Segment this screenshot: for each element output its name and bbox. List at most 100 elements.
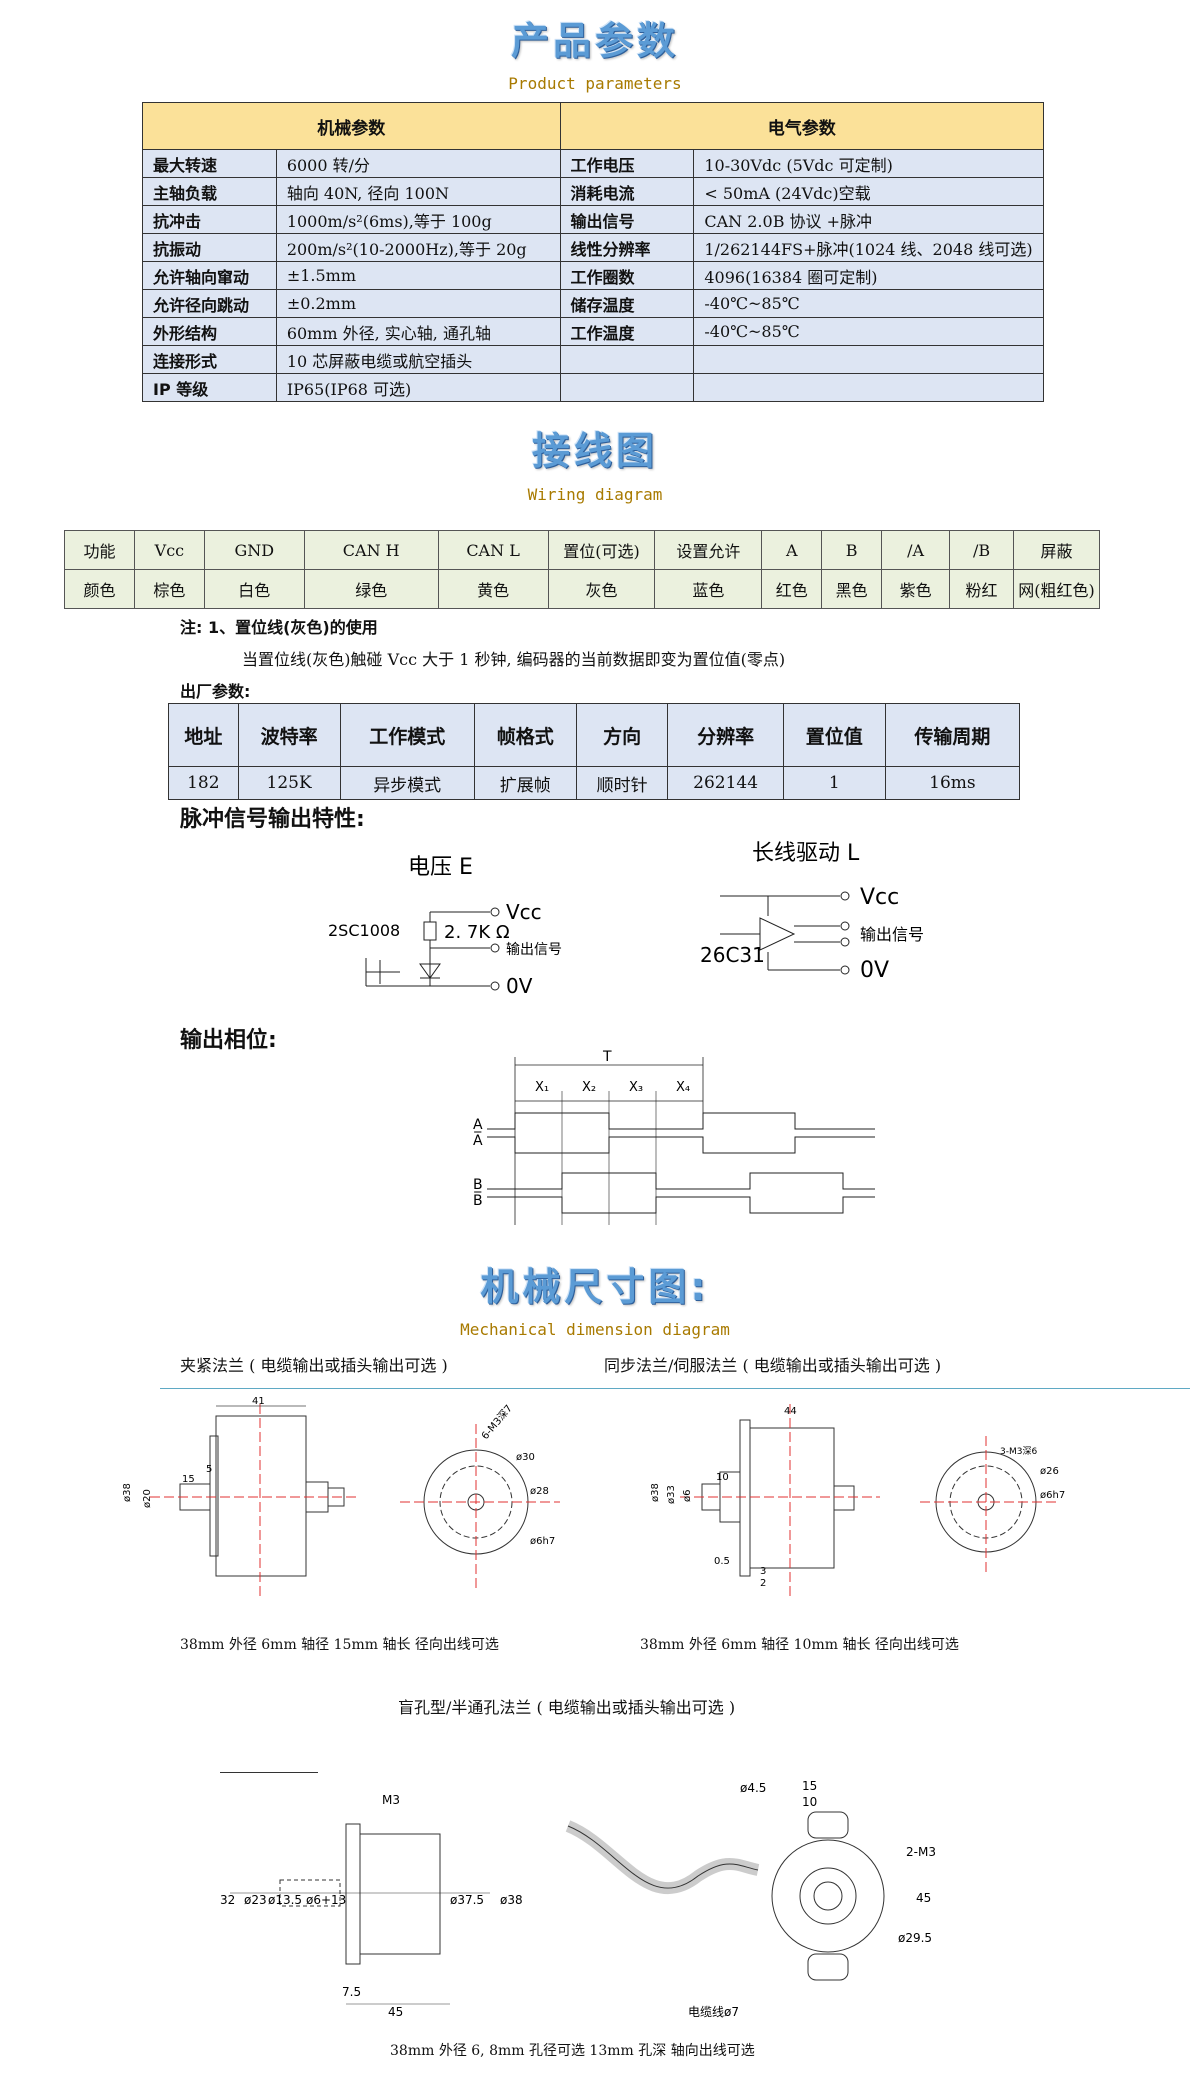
phase-sig-abar: A̅ [473,1131,483,1149]
note-body: 当置位线(灰色)触碰 Vcc 大于 1 秒钟, 编码器的当前数据即变为置位值(零… [242,650,786,669]
blind-dim-375: ø37.5 [450,1893,484,1907]
spec-value: 1/262144FS+脉冲(1024 线、2048 线可选) [693,233,1044,262]
spec-key: 消耗电流 [559,177,695,206]
wiring-color-cell: 绿色 [303,569,439,609]
sync-dim-6: ø6 [682,1490,693,1502]
factory-header-cell: 地址 [168,703,239,767]
factory-value-cell: 扩展帧 [473,766,577,800]
clamp-dim-20: ø20 [142,1489,153,1508]
wiring-color-cell: 颜色 [64,569,135,609]
spec-value: -40℃~85℃ [693,317,1044,346]
note-title: 注: 1、置位线(灰色)的使用 [180,618,378,637]
blind-rule [220,1772,318,1773]
clamp-dim-38: ø38 [122,1483,133,1502]
spec-key: 连接形式 [142,345,277,374]
blind-dim-15-top: 15 [802,1779,817,1793]
phase-sig-b: B [473,1177,483,1193]
clamp-dim-30: ø30 [516,1452,535,1463]
voltage-0v: 0V [506,974,533,998]
spec-value: ±0.2mm [275,289,561,318]
wiring-function-cell: Vcc [133,530,205,570]
pulse-circuits: 电压 E 2SC1008 2. 7K Ω Vcc 输出信号 0V 长线驱动 L … [328,841,924,998]
factory-header-row: 地址波特率工作模式帧格式方向分辨率置位值传输周期 [168,703,1021,767]
voltage-out: 输出信号 [506,942,562,958]
sync-dim-05: 0.5 [714,1556,730,1567]
sync-drawing: 44 10 ø38 ø33 ø6 0.5 2 3 3-M3深6 ø26 ø6h7 [650,1404,1065,1596]
factory-value-cell: 182 [168,766,239,800]
spec-value: 轴向 40N, 径向 100N [275,177,561,206]
spec-value: 10-30Vdc (5Vdc 可定制) [693,149,1044,178]
blind-dim-10: 10 [802,1795,817,1809]
wiring-subtitle: Wiring diagram [527,485,663,504]
sync-dim-26: ø26 [1040,1466,1059,1477]
wiring-function-cell: GND [203,530,305,570]
spec-key: 主轴负载 [142,177,277,206]
wiring-function-cell: 设置允许 [654,530,763,570]
blind-dim-38: ø38 [500,1893,523,1907]
wiring-color-row: 颜色棕色白色绿色黄色灰色蓝色红色黑色紫色粉红网(粗红色) [64,569,1100,609]
spec-value: 200m/s²(10-2000Hz),等于 20g [275,233,561,262]
blind-dim-6-13: ø6+13 [306,1893,346,1907]
sync-label: 同步法兰/伺服法兰 ( 电缆输出或插头输出可选 ) [604,1356,942,1375]
clamp-caption: 38mm 外径 6mm 轴径 15mm 轴长 径向出线可选 [180,1637,499,1653]
factory-value-cell: 125K [237,766,341,800]
wiring-function-cell: CAN H [303,530,439,570]
spec-value: < 50mA (24Vdc)空载 [693,177,1044,206]
wiring-function-cell: A [761,530,823,570]
phase-x1: X₁ [535,1080,549,1095]
clamp-dim-28: ø28 [530,1486,549,1497]
wiring-function-cell: 功能 [64,530,135,570]
wiring-function-cell: CAN L [437,530,549,570]
clamp-label: 夹紧法兰 ( 电缆输出或插头输出可选 ) [180,1356,448,1375]
product-subtitle: Product parameters [508,74,682,93]
sync-caption: 38mm 外径 6mm 轴径 10mm 轴长 径向出线可选 [640,1637,959,1653]
blind-dim-135: ø13.5 [268,1893,302,1907]
phase-x3: X₃ [629,1080,643,1095]
blind-dim-45-hole: ø4.5 [740,1781,766,1795]
wiring-function-cell: /B [949,530,1014,570]
factory-value-cell: 顺时针 [575,766,669,800]
spec-key: 工作温度 [559,317,695,346]
spec-key: IP 等级 [142,373,277,402]
factory-header-cell: 帧格式 [473,703,577,767]
blind-dim-2m3: 2-M3 [906,1845,936,1859]
spec-key: 外形结构 [142,317,277,346]
blind-dim-295: ø29.5 [898,1931,932,1945]
linedriver-out: 输出信号 [860,925,924,944]
wiring-color-cell: 紫色 [881,569,951,609]
wiring-function-cell: 屏蔽 [1013,530,1100,570]
section-divider [160,1388,1190,1389]
sync-dim-33: ø33 [666,1485,677,1504]
wiring-color-cell: 灰色 [547,569,656,609]
factory-header-cell: 置位值 [782,703,886,767]
phase-heading: 输出相位: [180,1028,277,1053]
spec-key: 抗振动 [142,233,277,262]
factory-label: 出厂参数: [180,682,251,701]
sync-dim-3: 3 [760,1566,766,1577]
wiring-color-cell: 黑色 [821,569,883,609]
spec-value: CAN 2.0B 协议 +脉冲 [693,205,1044,234]
mech-title: 机械尺寸图: [480,1265,710,1309]
spec-key: 允许轴向窜动 [142,261,277,290]
blind-dim-23: ø23 [244,1893,267,1907]
clamp-dim-m3: 6-M3深7 [479,1403,515,1442]
blind-dim-cable: 电缆线ø7 [688,2005,739,2019]
linedriver-title: 长线驱动 L [752,841,860,866]
spec-value: IP65(IP68 可选) [275,373,561,402]
phase-sig-bbar: B̅ [473,1191,483,1209]
sync-dim-10: 10 [716,1472,729,1483]
factory-value-cell: 异步模式 [339,766,475,800]
wiring-color-cell: 网(粗红色) [1013,569,1100,609]
sync-dim-2: 2 [760,1578,766,1589]
sync-dim-6h7: ø6h7 [1040,1490,1065,1501]
blind-dim-45: 45 [388,2005,403,2019]
factory-value-cell: 1 [782,766,886,800]
